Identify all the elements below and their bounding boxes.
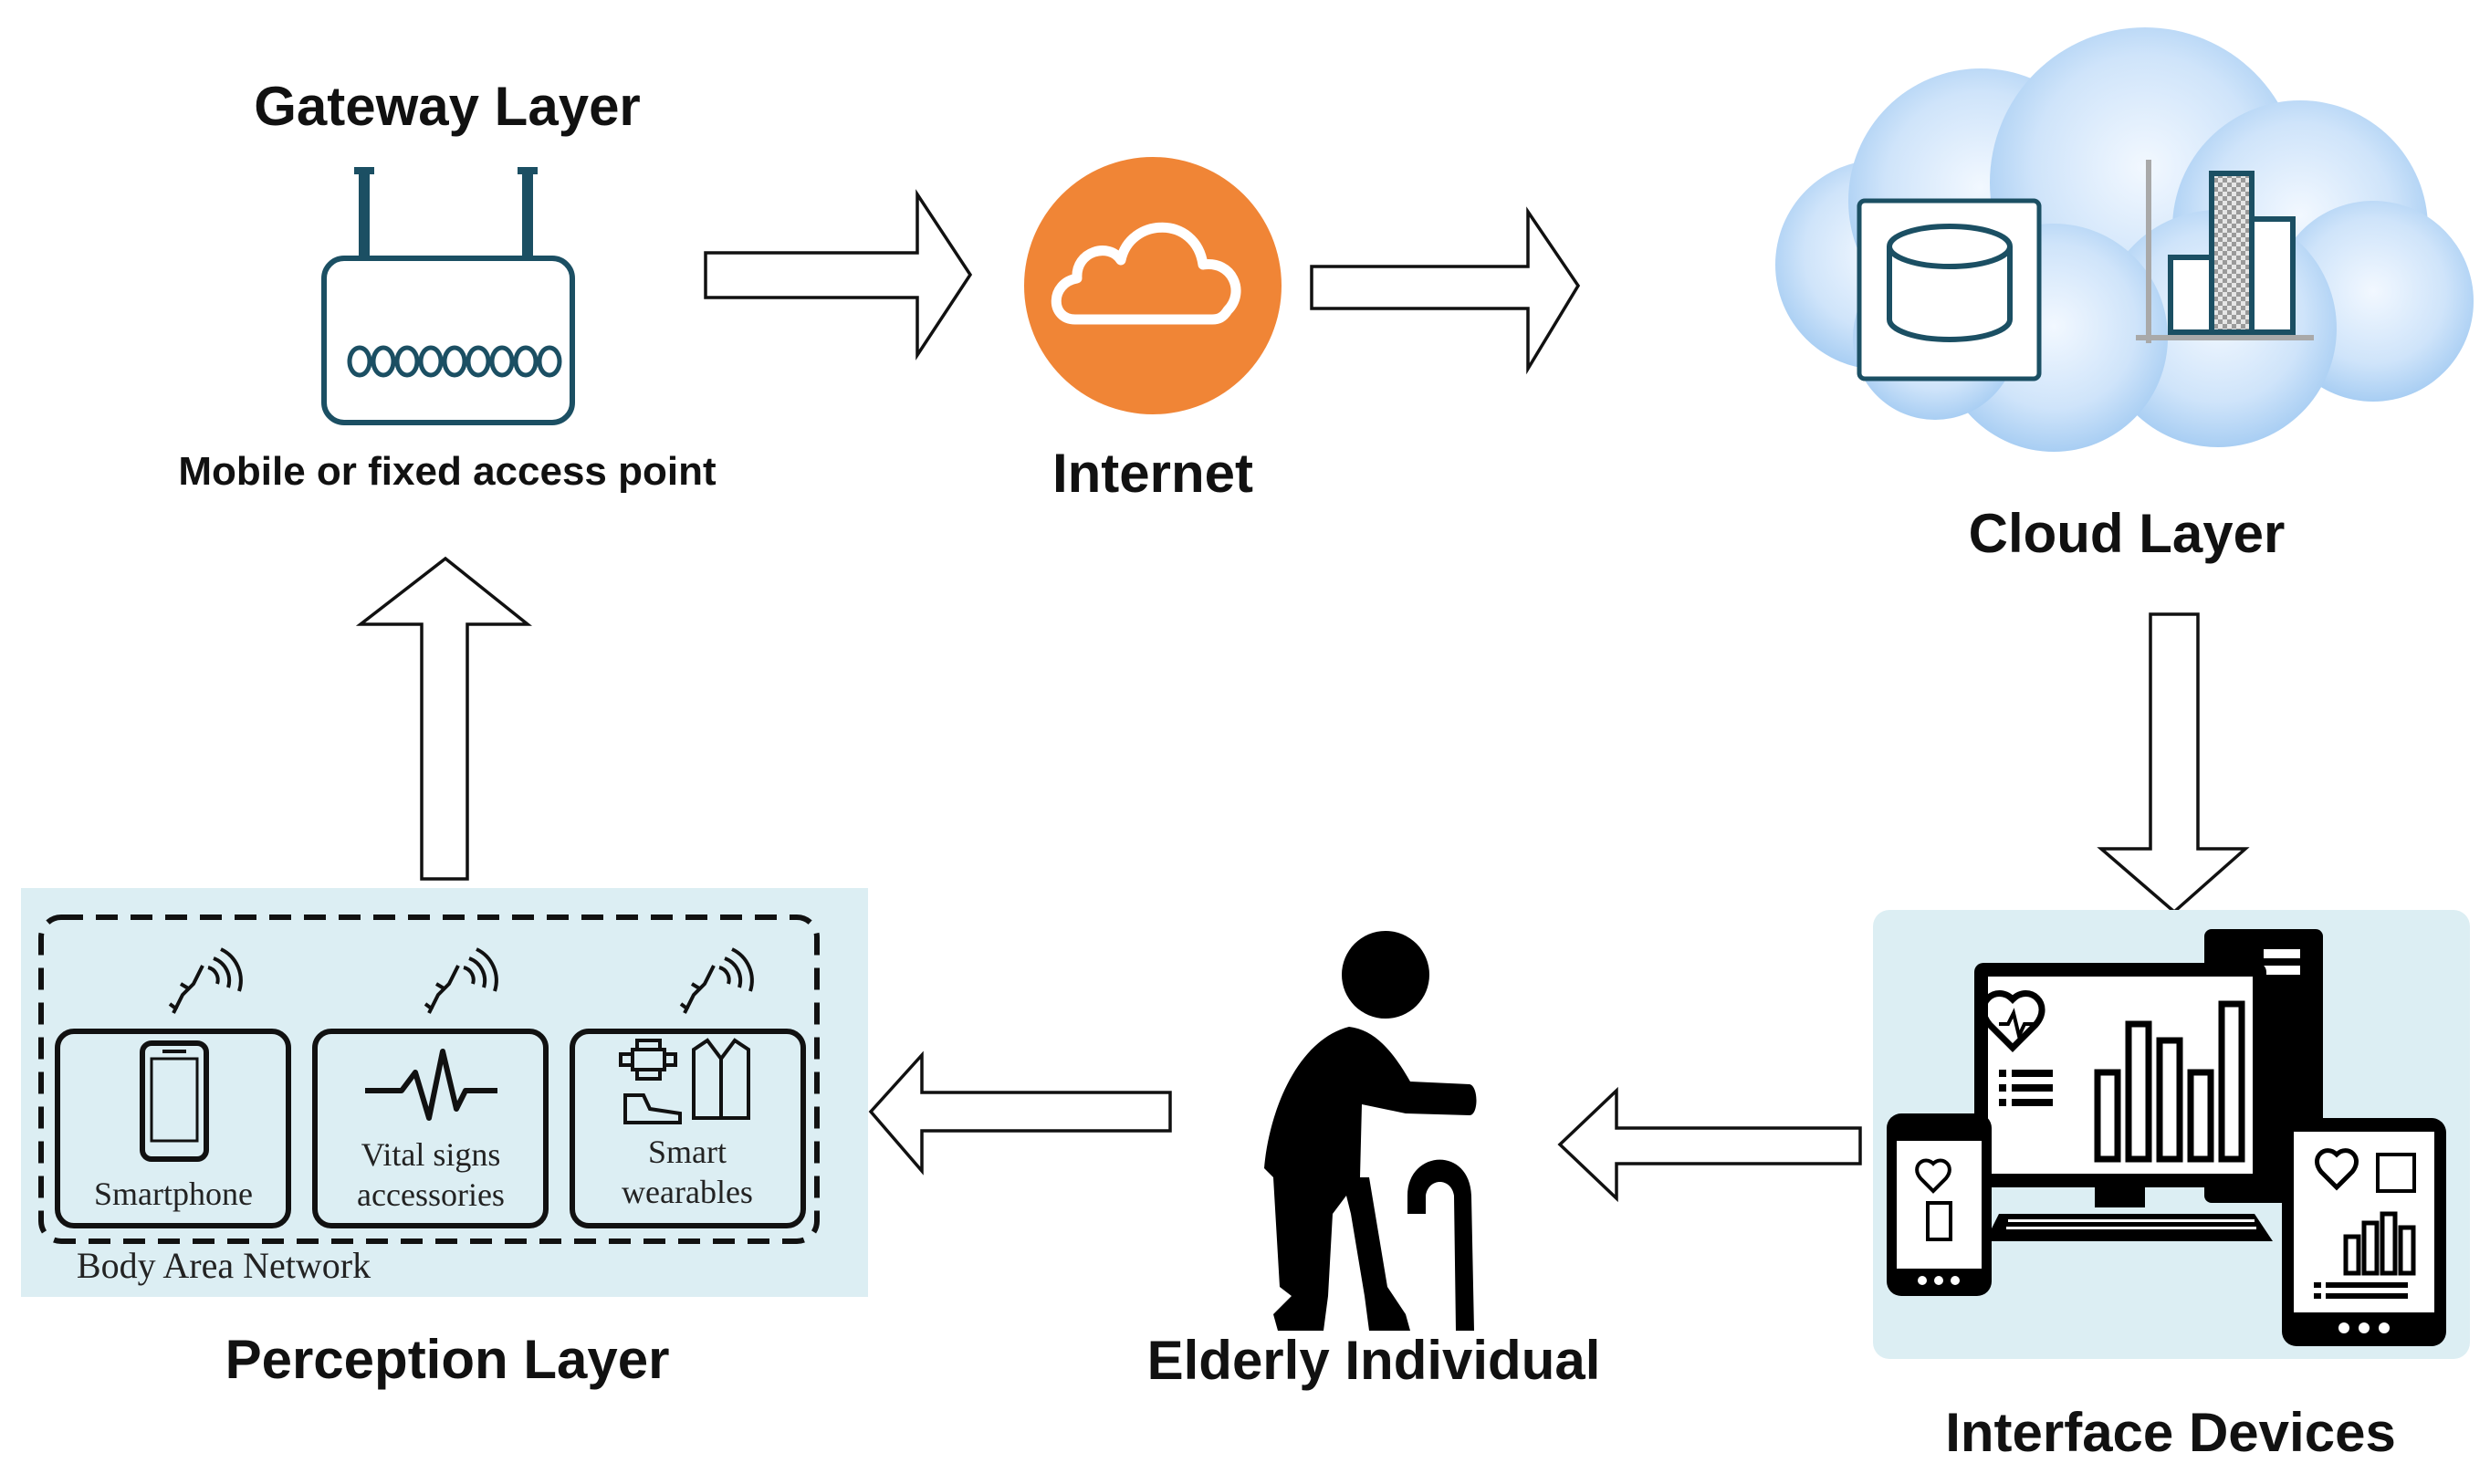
signal-icon-1 [168, 947, 243, 1014]
device-box-wearables [570, 1029, 806, 1228]
internet-cloud-icon [1024, 157, 1282, 414]
device-label-vital-signs: Vital signs accessories [357, 1136, 505, 1213]
desktop-computer-icon [1974, 929, 2323, 1241]
interface-devices-title: Interface Devices [1945, 1402, 2396, 1463]
gateway-layer-title: Gateway Layer [254, 76, 641, 137]
device-label-smart-wearables: Smart wearables [622, 1134, 753, 1210]
perception-layer-title: Perception Layer [225, 1329, 670, 1390]
database-icon [1857, 198, 2042, 381]
device-label-smartphone: Smartphone [94, 1176, 253, 1212]
body-area-network-boundary [38, 914, 820, 1244]
device-box-vital-signs [312, 1029, 549, 1228]
device-box-smartphone [55, 1029, 291, 1228]
body-area-network-label: Body Area Network [76, 1245, 371, 1286]
cloud-layer-icon [1775, 27, 2474, 452]
bar-chart-icon [2136, 160, 2314, 343]
arrow-interface-to-elderly [1557, 1086, 1862, 1203]
device-boxes [55, 1029, 806, 1228]
arrow-cloud-to-interface [2097, 612, 2250, 914]
heartbeat-icon [365, 1049, 497, 1121]
arrow-perception-to-gateway [355, 556, 532, 881]
wireless-signal-icons [168, 947, 754, 1014]
elderly-individual-title: Elderly Individual [1146, 1330, 1601, 1391]
smartphone-device-icon [140, 1040, 209, 1162]
elderly-person-with-cane-icon [1264, 931, 1477, 1331]
smartwatch-shoe-vest-icon [619, 1038, 750, 1124]
smartphone-icon [1887, 1113, 1992, 1296]
internet-title: Internet [1051, 443, 1254, 504]
arrow-gateway-to-internet [704, 189, 973, 361]
cloud-layer-title: Cloud Layer [1968, 503, 2286, 564]
signal-icon-2 [424, 947, 498, 1014]
gateway-layer-subtitle: Mobile or fixed access point [178, 449, 717, 494]
arrow-elderly-to-perception [868, 1050, 1172, 1176]
arrow-internet-to-cloud [1310, 206, 1581, 375]
tablet-icon [2282, 1118, 2446, 1346]
signal-icon-3 [679, 947, 754, 1014]
router-icon [321, 167, 575, 425]
perception-layer-panel [21, 888, 868, 1297]
